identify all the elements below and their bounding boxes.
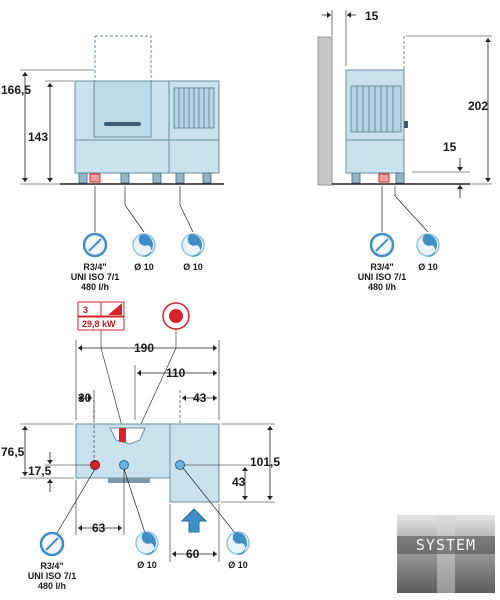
front-drain-label-2: Ø 10	[183, 262, 203, 272]
drain-icon	[132, 233, 156, 257]
plan-hood-outline	[109, 427, 146, 445]
plan-inlet-point	[90, 460, 100, 470]
dim-conveyor: 60	[186, 547, 200, 561]
dim-side-height: 202	[468, 99, 488, 113]
side-inlet-label-3: 480 l/h	[368, 282, 396, 292]
front-inlet-connection	[89, 173, 101, 183]
plan-drain-point-1	[119, 460, 129, 470]
dim-right: 43	[193, 391, 207, 405]
front-inlet-label-1: R3/4"	[83, 262, 106, 272]
plan-electric-box	[119, 428, 126, 442]
plan-drain-point-2	[175, 460, 185, 470]
water-inlet-icon	[369, 232, 395, 258]
drain-icon	[135, 531, 159, 555]
dim-wall-gap: 15	[365, 9, 379, 23]
dim-drain-y: 43	[232, 475, 246, 489]
plan-front-lip	[108, 478, 150, 483]
dim-offset: 110	[166, 366, 186, 380]
side-view: 15 202 15	[317, 9, 492, 292]
emergency-stop-icon	[162, 302, 190, 330]
electric-phase: 3	[83, 305, 88, 315]
plan-view: 3 29,8 kW 190 110 30 43	[1, 301, 280, 591]
side-inlet-label-1: R3/4"	[370, 262, 393, 272]
front-drain-label-1: Ø 10	[134, 262, 154, 272]
dim-total-height: 166,5	[1, 83, 31, 97]
front-door	[93, 80, 152, 138]
electric-power: 29,8 kW	[82, 319, 116, 329]
logo-text: SYSTEM	[416, 536, 476, 554]
dim-depth-left: 76,5	[1, 445, 25, 459]
side-handle	[404, 121, 408, 128]
system-logo: SYSTEM	[397, 515, 495, 593]
dim-floor-clearance: 15	[443, 140, 457, 154]
electric-supply-icon: 3 29,8 kW	[77, 301, 125, 331]
water-inlet-icon	[82, 232, 108, 258]
front-grille-slats	[178, 88, 210, 128]
front-inlet-label-2: UNI ISO 7/1	[71, 272, 120, 282]
side-inlet-connection	[378, 173, 390, 183]
front-inlet-label-3: 480 l/h	[81, 282, 109, 292]
drain-icon	[416, 233, 440, 257]
side-wall	[317, 36, 333, 186]
dim-inlet-x: 63	[92, 521, 106, 535]
dim-width: 190	[134, 341, 154, 355]
front-door-handle	[104, 122, 141, 126]
water-inlet-icon	[39, 531, 65, 557]
drain-icon	[181, 233, 205, 257]
plan-inlet-label-2: UNI ISO 7/1	[28, 571, 77, 581]
dim-left: 30	[78, 391, 92, 405]
side-drain-label: Ø 10	[418, 262, 438, 272]
side-inlet-label-2: UNI ISO 7/1	[358, 272, 407, 282]
plan-inlet-label-3: 480 l/h	[38, 581, 66, 591]
dim-body-height: 143	[28, 130, 48, 144]
plan-drain-label-1: Ø 10	[137, 560, 157, 570]
plan-drain-label-2: Ø 10	[228, 560, 248, 570]
plan-inlet-label-1: R3/4"	[40, 561, 63, 571]
front-view: 166,5 143 R3/4" UNI ISO 7/1 480 l/h Ø 10…	[1, 35, 224, 292]
conveyor-direction-arrow-icon	[180, 508, 208, 533]
front-feet	[78, 172, 212, 184]
dim-inlet-y: 17,5	[28, 464, 52, 478]
dim-depth-right: 101,5	[250, 455, 280, 469]
drain-icon	[226, 531, 250, 555]
front-hood-outline	[94, 35, 152, 82]
